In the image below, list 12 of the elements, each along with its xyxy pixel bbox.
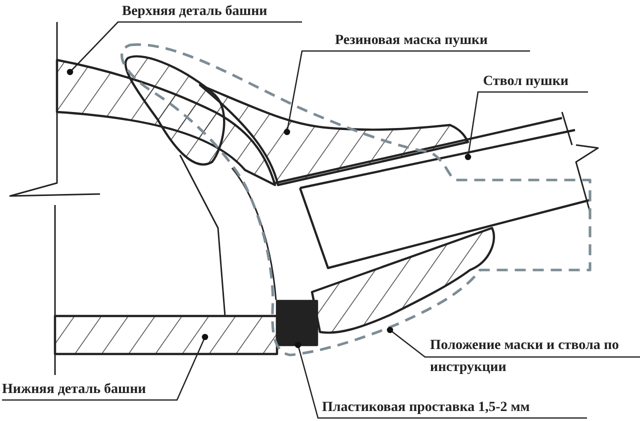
part-label: Пластиковая проставка 1,5-2 мм: [322, 398, 587, 418]
leader-line: [464, 91, 588, 160]
part-label: Резиновая маска пушки: [335, 31, 530, 51]
leader-line: [2, 334, 208, 401]
part-label: Нижняя деталь башни: [2, 380, 177, 400]
part-label: Положение маски и ствола по инструкции: [430, 335, 640, 379]
part-label: Верхняя деталь башни: [122, 2, 302, 22]
leader-line: [294, 342, 587, 419]
part-label: Ствол пушки: [483, 72, 588, 92]
leader-line: [66, 21, 302, 76]
leader-line: [284, 50, 530, 136]
leader-line: [386, 326, 640, 358]
